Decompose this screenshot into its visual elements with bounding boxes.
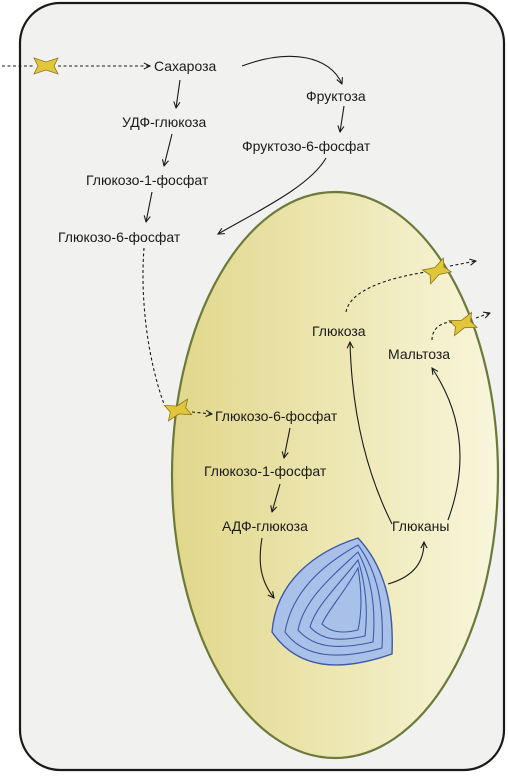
label-fructose: Фруктоза: [306, 88, 366, 104]
label-glucose-6-phosphate-cytosol: Глюкозо-6-фосфат: [58, 229, 181, 245]
label-glucose-6-phosphate-plastid: Глюкозо-6-фосфат: [215, 408, 338, 424]
label-sucrose: Сахароза: [154, 58, 217, 74]
label-glucose: Глюкоза: [312, 323, 366, 339]
label-glucose-1-phosphate-cytosol: Глюкозо-1-фосфат: [86, 172, 209, 188]
label-glucans: Глюканы: [392, 518, 449, 534]
label-fructose-6-phosphate: Фруктозо-6-фосфат: [242, 138, 371, 154]
label-glucose-1-phosphate-plastid: Глюкозо-1-фосфат: [204, 463, 327, 479]
label-maltose: Мальтоза: [388, 346, 450, 362]
label-udp-glucose: УДФ-глюкоза: [122, 114, 207, 130]
label-adp-glucose: АДФ-глюкоза: [222, 518, 308, 534]
